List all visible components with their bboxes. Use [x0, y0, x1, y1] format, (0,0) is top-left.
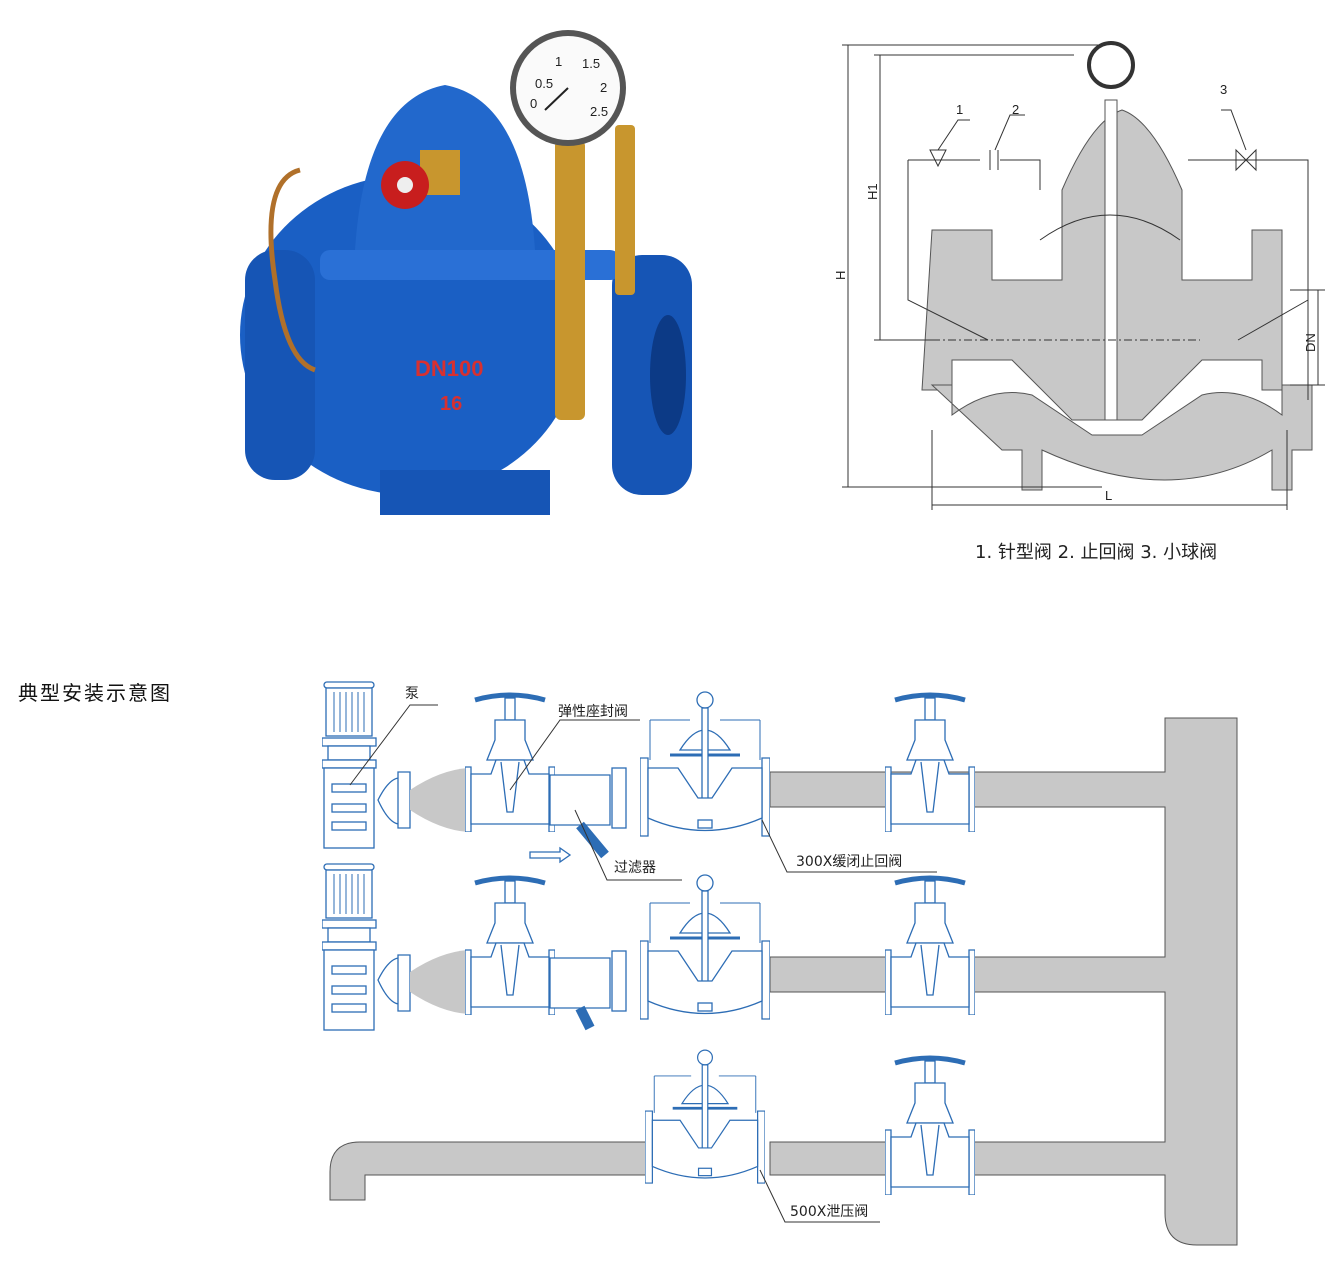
- strainer-2: [549, 957, 611, 1009]
- valve-product-photo: DN100 16 0 0.5 1 1.5 2 2.5: [240, 30, 692, 515]
- dim-DN: DN: [1303, 333, 1318, 352]
- gate-valve-2: [885, 695, 975, 832]
- label-gate-valve: 弹性座封阀: [558, 704, 628, 720]
- drawing-caption: 1. 针型阀 2. 止回阀 3. 小球阀: [975, 542, 1217, 563]
- installation-title: 典型安装示意图: [18, 681, 172, 705]
- needle-valve-symbol: [929, 149, 947, 168]
- svg-text:0.5: 0.5: [535, 76, 553, 91]
- callout-3: 3: [1220, 82, 1227, 97]
- strainer-1: [549, 774, 611, 826]
- brass-pilot-assembly: [555, 140, 585, 420]
- body-marking: DN100: [415, 356, 483, 381]
- section-drawing: 1 2 3 H H1 DN L 1. 针型阀 2. 止回阀 3. 小球阀: [833, 41, 1325, 563]
- inlet-flange: [245, 250, 315, 480]
- dim-H1: H1: [865, 183, 880, 200]
- check-valve-300x-2: [640, 873, 770, 1021]
- svg-text:0: 0: [530, 96, 537, 111]
- gate-valve-4: [885, 878, 975, 1015]
- label-relief-valve: 500X泄压阀: [790, 1204, 868, 1220]
- callout-2: 2: [1012, 102, 1019, 117]
- dim-H: H: [833, 271, 848, 280]
- label-pump: 泵: [405, 686, 419, 702]
- svg-text:1.5: 1.5: [582, 56, 600, 71]
- dim-L: L: [1105, 488, 1112, 503]
- callout-1: 1: [956, 102, 963, 117]
- ball-valve-symbol: [1235, 148, 1257, 172]
- installation-diagram: 泵 弹性座封阀 过滤器 300X缓闭止回阀 500X泄压阀: [322, 681, 1238, 1246]
- relief-valve-500x: [645, 1048, 765, 1185]
- check-valve-300x: [640, 690, 770, 838]
- gate-valve-1: [465, 695, 555, 832]
- gate-valve-3: [465, 878, 555, 1015]
- label-check-valve: 300X缓闭止回阀: [796, 854, 902, 870]
- pressure-marking: 16: [440, 393, 462, 415]
- label-strainer: 过滤器: [614, 860, 656, 876]
- svg-text:2: 2: [600, 80, 607, 95]
- copper-tube: [268, 167, 316, 373]
- bonnet-flange: [320, 250, 620, 280]
- pump-2: [322, 863, 377, 1031]
- flow-arrow: [529, 846, 572, 864]
- svg-text:1: 1: [555, 54, 562, 69]
- valve-upper-section: [921, 109, 1283, 421]
- valve-lower-section: [930, 384, 1313, 491]
- check-valve-symbol: [989, 150, 999, 170]
- bypass-pipe: [329, 1141, 651, 1201]
- pump-1: [322, 681, 377, 849]
- pressure-gauge: 0 0.5 1 1.5 2 2.5: [510, 30, 626, 146]
- gate-valve-5: [885, 1058, 975, 1195]
- svg-text:2.5: 2.5: [590, 104, 608, 119]
- header-pipe: [769, 717, 1238, 1246]
- lifting-eye: [1087, 41, 1135, 89]
- pilot-tubing: [907, 159, 1309, 400]
